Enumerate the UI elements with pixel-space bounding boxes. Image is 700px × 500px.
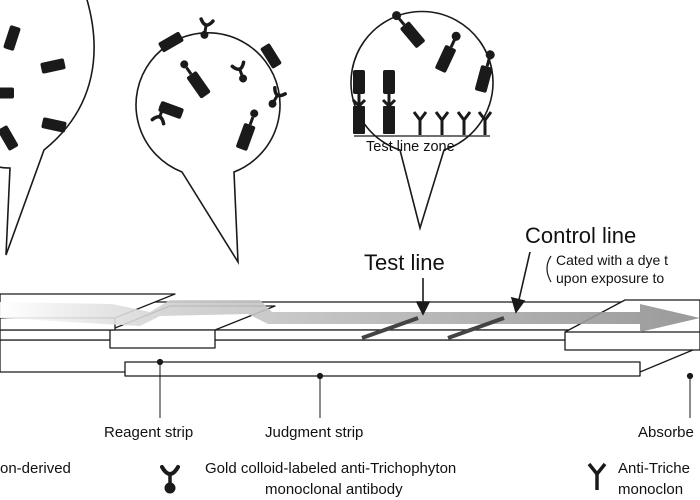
incoming-complex	[392, 11, 425, 48]
control-line-label: Control line	[525, 223, 637, 248]
incoming-complex	[475, 50, 495, 93]
legend-fixed-antibody-label-2: monoclon	[618, 481, 684, 498]
legend-gold-antibody-label-2: monoclonal antibody	[265, 481, 403, 498]
judgment-strip-label: Judgment strip	[265, 424, 364, 441]
control-note-bracket	[546, 255, 552, 283]
captured-complex	[351, 70, 367, 134]
test-line-mark	[361, 316, 419, 340]
control-note-line-1: Cated with a dye t	[556, 252, 669, 268]
incoming-complex	[435, 31, 461, 73]
fixed-antibody	[477, 111, 493, 135]
magnified-bubble-test-zone	[350, 10, 495, 231]
base-strip	[124, 361, 641, 377]
antibody-antigen-complex	[236, 109, 259, 151]
control-line-mark	[447, 316, 505, 340]
test-line-label: Test line	[364, 250, 445, 275]
reagent-strip-label: Reagent strip	[104, 424, 194, 441]
antigen-particle	[0, 87, 14, 99]
y-antibody	[150, 103, 168, 126]
y-antibody	[268, 86, 287, 108]
legend-gold-antibody-icon	[160, 465, 180, 494]
magnified-bubble-reagent	[135, 17, 287, 266]
antibody-antigen-complex	[180, 60, 211, 99]
magnified-bubble-antigen	[0, 0, 95, 256]
y-antibody	[199, 17, 215, 39]
legend-antigen-label: on-derived	[0, 460, 71, 477]
fixed-antibody	[412, 111, 428, 135]
control-note-line-2: upon exposure to	[556, 270, 665, 286]
absorbent-pad-label: Absorbe	[638, 424, 694, 441]
fixed-antibody	[434, 111, 450, 135]
flow-arrow	[0, 300, 700, 332]
legend-fixed-antibody-icon	[587, 462, 607, 490]
legend-gold-antibody-label-1: Gold colloid-labeled anti-Trichophyton	[205, 460, 457, 477]
y-antibody	[230, 60, 248, 83]
legend-fixed-antibody-label-1: Anti-Triche	[618, 460, 690, 477]
captured-complex	[381, 70, 397, 134]
test-line-zone-label: Test line zone	[366, 139, 455, 155]
control-line-arrow	[517, 251, 531, 305]
fixed-antibody	[456, 111, 472, 135]
